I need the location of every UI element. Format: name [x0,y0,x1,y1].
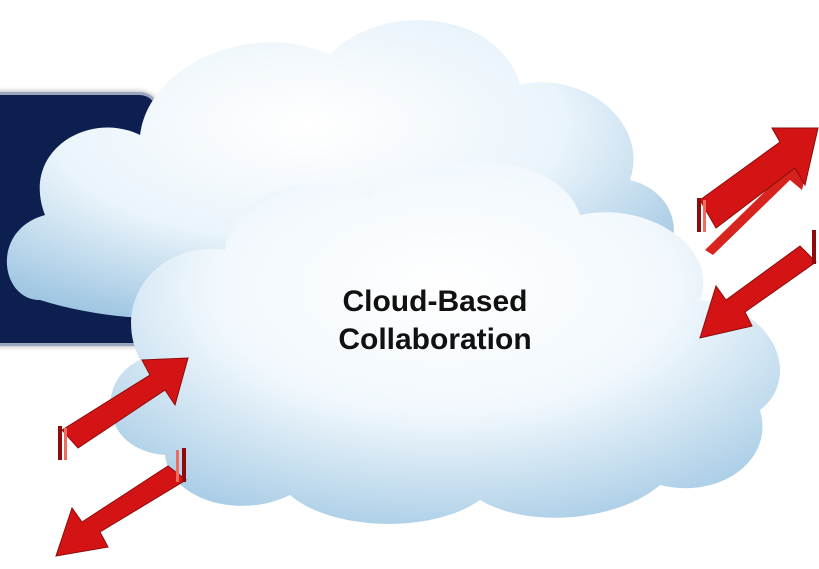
arrow-down-left-icon [55,448,187,557]
cloud-label: Cloud-Based Collaboration [300,283,570,359]
cloud-label-line2: Collaboration [338,323,532,356]
cloud-label-line1: Cloud-Based [342,285,528,318]
arrow-up-right-icon [58,357,189,460]
arrow-down-left-icon [699,230,817,339]
front-cloud-icon [110,160,781,524]
arrow-up-right-icon [697,127,819,255]
